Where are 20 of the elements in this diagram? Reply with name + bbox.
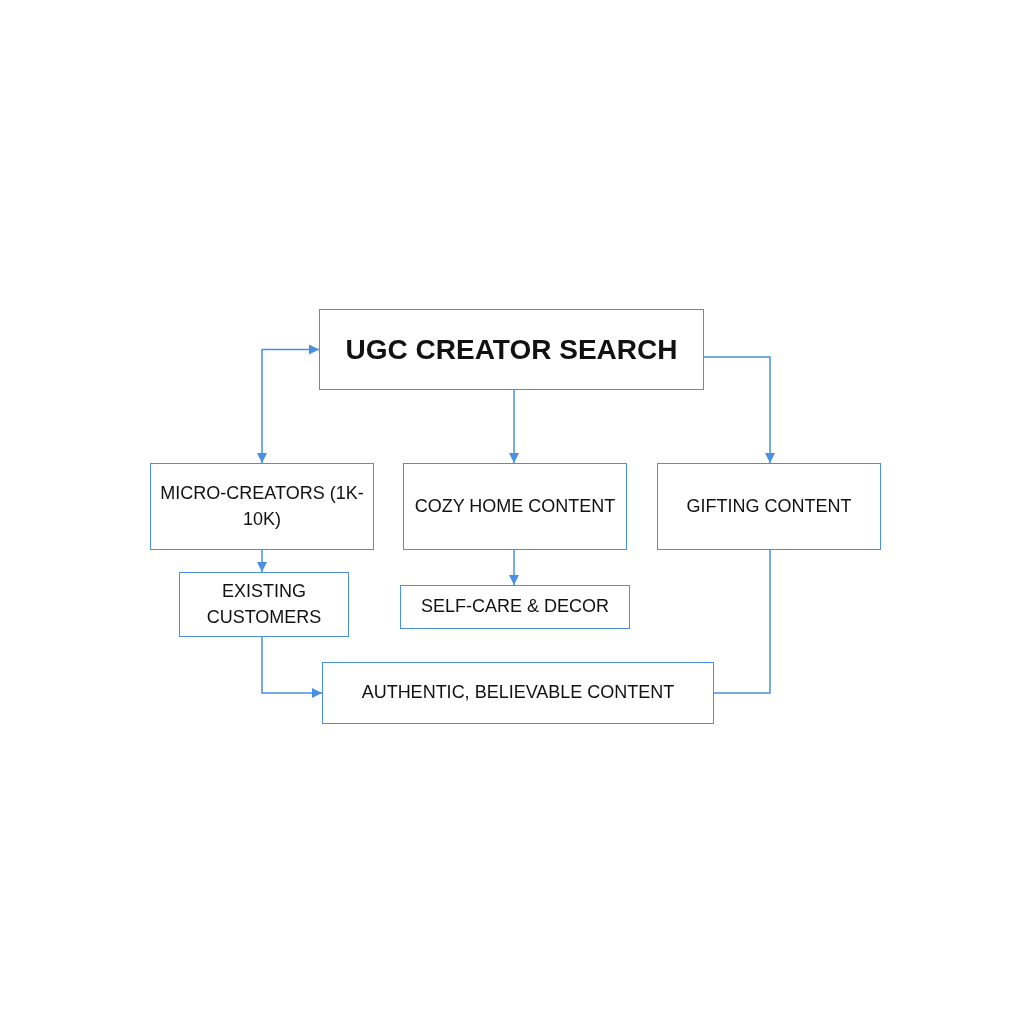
connector-arrow: [508, 389, 520, 464]
connector-arrow: [256, 344, 320, 464]
connector-arrow: [261, 636, 323, 699]
connector-arrow: [703, 356, 776, 464]
process-box: [319, 309, 704, 390]
process-box: [322, 662, 714, 724]
box-label: UGC CREATOR SEARCH: [345, 332, 678, 367]
box-label: EXISTING CUSTOMERS: [205, 580, 323, 629]
box-label: MICRO-CREATORS (1K-10K): [159, 482, 365, 531]
process-box: [179, 572, 349, 637]
box-label: AUTHENTIC, BELIEVABLE CONTENT: [361, 681, 675, 705]
box-label: COZY HOME CONTENT: [414, 494, 616, 518]
process-box: [657, 463, 881, 550]
process-box: [403, 463, 627, 550]
connector-arrow: [508, 549, 520, 586]
box-label: GIFTING CONTENT: [686, 494, 852, 518]
connector-arrow: [256, 549, 268, 573]
box-label: SELF-CARE & DECOR: [420, 595, 609, 619]
process-box: [150, 463, 374, 550]
process-box: [400, 585, 630, 629]
